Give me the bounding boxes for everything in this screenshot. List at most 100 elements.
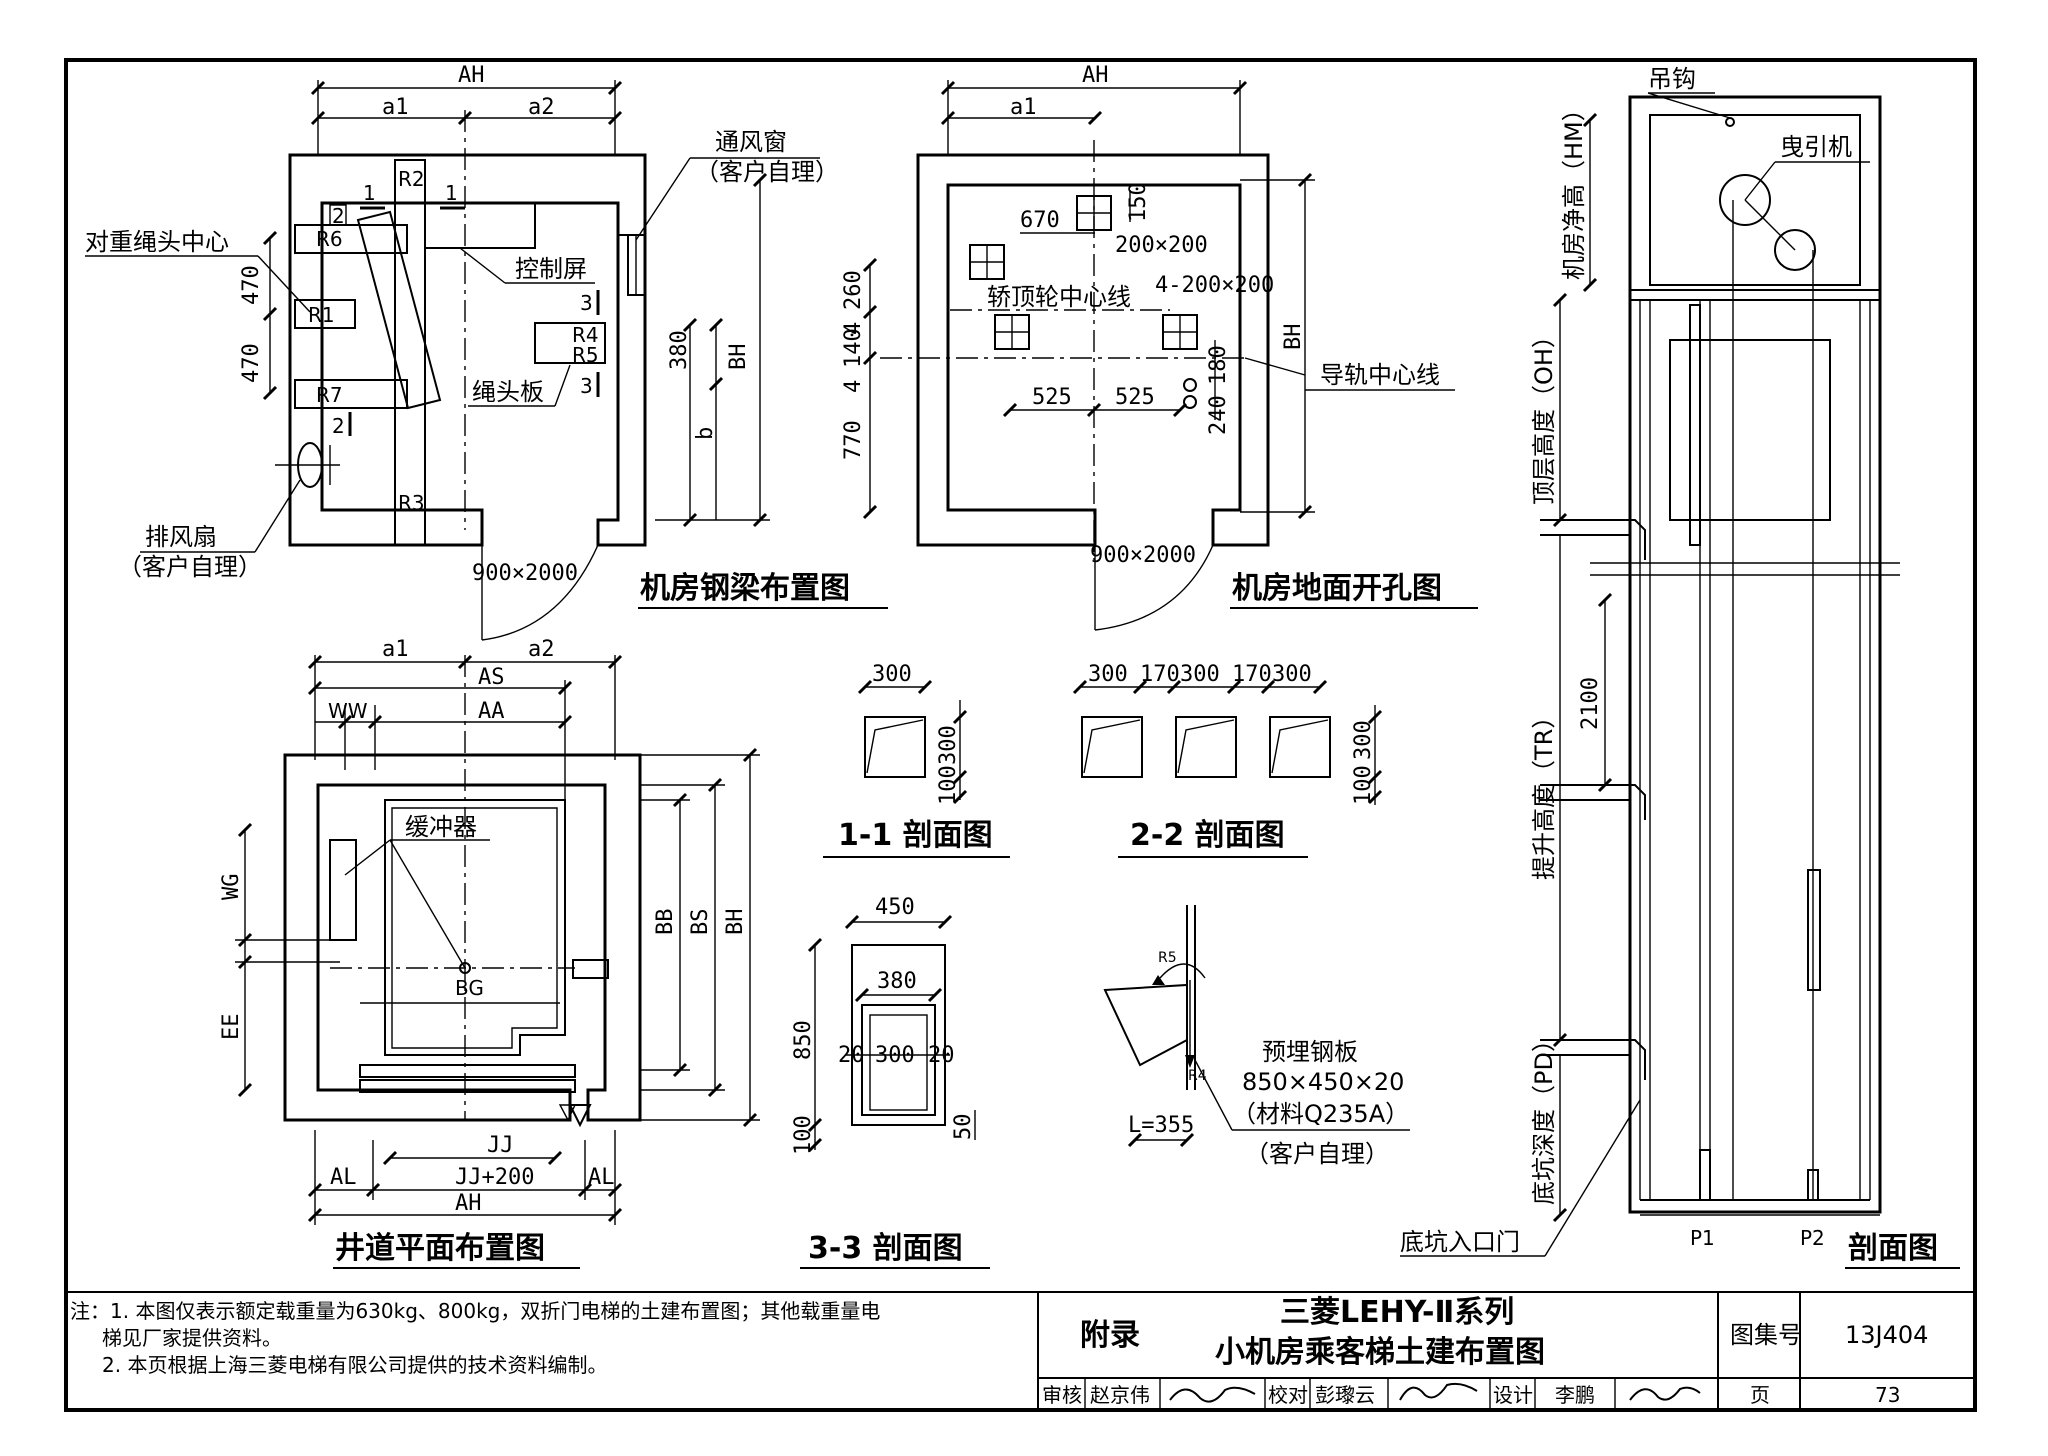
hoist-dim-bb: BB bbox=[653, 909, 678, 936]
floor-dim-200x200: 200×200 bbox=[1115, 233, 1208, 258]
reviewer-name: 赵京伟 bbox=[1090, 1383, 1150, 1407]
steel-dim-a1: a1 bbox=[382, 95, 409, 120]
counterweight bbox=[329, 839, 357, 941]
callout-rope-plate: 绳头板 bbox=[472, 378, 544, 406]
floor-openings-layout: AH a1 670 150 200×200 4-200×200 轿顶轮中心线 bbox=[841, 63, 1478, 631]
beam-r5-label: R5 bbox=[572, 343, 599, 367]
sheet-frame bbox=[64, 58, 1977, 1412]
s22-dim-300b: 300 bbox=[1180, 662, 1220, 687]
section-3-3-title: 3-3 剖面图 bbox=[808, 1231, 963, 1266]
s11-dim-100: 100 bbox=[936, 765, 961, 805]
steel-dim-470a: 470 bbox=[239, 265, 264, 305]
callout-exhaust-fan: 排风扇 bbox=[145, 523, 217, 551]
s22-dim-300a: 300 bbox=[1088, 662, 1128, 687]
rope-hole-1 bbox=[1183, 378, 1197, 392]
floor-dim-525b: 525 bbox=[1115, 385, 1155, 410]
beam-r1-label: R1 bbox=[308, 303, 335, 327]
notes: 注：1. 本图仅表示额定载重量为630kg、800kg，双折门电梯的土建布置图；… bbox=[70, 1299, 880, 1377]
floor-dim-4a: 4 bbox=[841, 322, 866, 335]
floor-label-guide-rail: 导轨中心线 bbox=[1320, 361, 1440, 389]
designer-name: 李鹏 bbox=[1555, 1383, 1595, 1407]
hoist-dim-ee: EE bbox=[219, 1014, 244, 1041]
section-3-3: 450 380 20 300 20 850 100 50 3-3 剖面图 bbox=[791, 895, 990, 1269]
s22-dim-170b: 170 bbox=[1232, 662, 1272, 687]
floor-openings-title: 机房地面开孔图 bbox=[1232, 571, 1442, 606]
checker-name: 彭瓈云 bbox=[1315, 1383, 1375, 1407]
door-sill bbox=[359, 1064, 576, 1078]
hoistway-plan-layout: a1 a2 AS WW AA 缓冲器 BG bbox=[219, 637, 760, 1269]
elev-label-traction: 曳引机 bbox=[1780, 133, 1852, 161]
atlas-number: 13J404 bbox=[1845, 1321, 1928, 1349]
plate-note-3: （材料Q235A） bbox=[1232, 1100, 1409, 1128]
page-label: 页 bbox=[1750, 1383, 1770, 1407]
floor-door-size: 900×2000 bbox=[1090, 543, 1196, 568]
floor-dim-240: 240 bbox=[1206, 395, 1231, 435]
plate-note-4: （客户自理） bbox=[1245, 1140, 1389, 1168]
control-panel-box bbox=[425, 202, 536, 249]
s33-dim-20a: 20 bbox=[838, 1043, 865, 1068]
callout-exhaust-fan-note: （客户自理） bbox=[118, 553, 262, 581]
s22-plate-1 bbox=[1081, 716, 1143, 778]
hoist-dim-ww: WW bbox=[328, 699, 368, 723]
hoist-dim-a2: a2 bbox=[528, 637, 555, 662]
floor-label-car-sheave: 轿顶轮中心线 bbox=[987, 283, 1131, 311]
floor-dim-ah: AH bbox=[1082, 63, 1109, 88]
floor-dim-770: 770 bbox=[841, 420, 866, 460]
title-category: 附录 bbox=[1080, 1318, 1140, 1353]
floor-dim-bh: BH bbox=[1281, 324, 1306, 351]
section-1-1-title: 1-1 剖面图 bbox=[838, 818, 993, 853]
plate-label-r5: R5 bbox=[1158, 950, 1177, 966]
s22-dim-100: 100 bbox=[1351, 765, 1376, 805]
callout-vent-window-note: （客户自理） bbox=[695, 158, 839, 186]
section-mark-1a: 1 bbox=[363, 181, 376, 205]
elev-label-hook: 吊钩 bbox=[1648, 65, 1696, 93]
callout-control-panel: 控制屏 bbox=[515, 255, 587, 283]
steel-dim-b: b bbox=[693, 427, 718, 440]
beam-r4-label: R4 bbox=[572, 323, 599, 347]
guide-rail-right bbox=[572, 959, 609, 979]
car-outline bbox=[384, 799, 566, 1056]
hoist-dim-ah: AH bbox=[455, 1191, 482, 1216]
steel-beam-layout: AH a1 a2 R2 R3 R6 R1 R7 R4 R5 1 1 2 2 bbox=[85, 63, 888, 641]
elev-label-p2: P2 bbox=[1800, 1226, 1825, 1250]
floor-dim-150: 150 bbox=[1126, 182, 1151, 222]
machine-room bbox=[1649, 114, 1861, 286]
checker-signature bbox=[1399, 1382, 1478, 1401]
callout-vent-window: 通风窗 bbox=[715, 128, 787, 156]
plate-note-1: 预埋钢板 bbox=[1262, 1038, 1358, 1066]
floor-dim-260: 260 bbox=[841, 270, 866, 310]
plate-label-l355: L=355 bbox=[1128, 1113, 1194, 1138]
diagonal-beam bbox=[356, 210, 442, 410]
hoist-dim-bs: BS bbox=[688, 909, 713, 936]
s33-dim-450: 450 bbox=[875, 895, 915, 920]
s22-plate-2 bbox=[1175, 716, 1237, 778]
steel-beam-title: 机房钢梁布置图 bbox=[640, 571, 850, 606]
hoist-dim-jj: JJ bbox=[487, 1133, 514, 1158]
check-label: 校对 bbox=[1268, 1383, 1308, 1407]
s11-dim-300a: 300 bbox=[872, 662, 912, 687]
steel-dim-bh: BH bbox=[726, 344, 751, 371]
embedded-plate-detail: R5 R4 L=355 预埋钢板 850×450×20 （材料Q235A） （客… bbox=[1103, 905, 1410, 1168]
beam-r2-r3 bbox=[394, 159, 426, 546]
section-mark-2a: 2 bbox=[332, 204, 345, 228]
hoist-dim-wg: WG bbox=[219, 874, 244, 901]
buffer-center bbox=[459, 962, 471, 974]
elev-label-oh: 顶层高度（OH） bbox=[1530, 324, 1558, 505]
hoist-dim-bg: BG bbox=[455, 976, 484, 1000]
callout-buffer: 缓冲器 bbox=[405, 813, 477, 841]
beam-r7-label: R7 bbox=[316, 383, 343, 407]
title-block: 附录 三菱LEHY-Ⅱ系列 小机房乘客梯土建布置图 图集号 13J404 审核 … bbox=[1037, 1292, 1975, 1410]
hoist-dim-al-left: AL bbox=[330, 1165, 357, 1190]
page-number: 73 bbox=[1875, 1383, 1900, 1407]
elevation-section-title: 剖面图 bbox=[1848, 1231, 1938, 1266]
elev-label-pd: 底坑深度（PD） bbox=[1530, 1028, 1558, 1205]
traction-machine-icon bbox=[1719, 174, 1771, 226]
s33-dim-20b: 20 bbox=[928, 1043, 955, 1068]
s22-dim-170a: 170 bbox=[1140, 662, 1180, 687]
beam-r3-label: R3 bbox=[398, 491, 425, 515]
s22-plate-3 bbox=[1269, 716, 1331, 778]
s33-dim-50: 50 bbox=[951, 1114, 976, 1141]
floor-dim-180: 180 bbox=[1206, 345, 1231, 385]
section-mark-1b: 1 bbox=[445, 181, 458, 205]
